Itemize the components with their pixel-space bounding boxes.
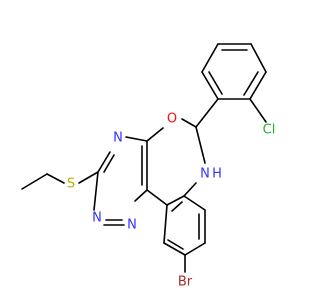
bond-c11-c11a <box>163 204 168 244</box>
atom-h7: H <box>212 167 222 182</box>
atom-n2: N <box>92 211 102 226</box>
atom-n4: N <box>113 131 123 146</box>
bond-c2p-cl <box>249 98 267 123</box>
bond-ethyl-ch3 <box>21 173 48 190</box>
bond-c4a-o <box>146 127 164 142</box>
bonds <box>21 43 267 273</box>
bond-c2p-c3p <box>249 71 267 100</box>
bond-o-c6 <box>181 118 197 128</box>
bond-c10-c11 <box>163 242 186 256</box>
bond-c7a-c8 <box>183 195 206 211</box>
bond-c5p-c6p <box>201 43 219 73</box>
atom-n7: N <box>200 167 210 182</box>
bond-c3p-c4p <box>250 43 267 73</box>
atom-br: Br <box>178 275 193 290</box>
bond-c6-c1p <box>195 98 219 128</box>
bond-c6-n7 <box>195 126 206 164</box>
bond-n4-c4a <box>125 136 148 142</box>
bond-c11a-double <box>171 201 183 212</box>
bond-c3-n4-double <box>103 154 115 173</box>
atom-n1: N <box>127 218 137 233</box>
atom-cl: Cl <box>263 123 276 138</box>
bond-c9-c10 <box>184 242 206 256</box>
bond-c6p-c1p-double <box>208 71 223 95</box>
atom-s: S <box>67 177 75 192</box>
molecule-svg: S N N N O N H Cl Br <box>21 43 275 290</box>
atom-o: O <box>167 112 177 127</box>
bond-c6p-c1p <box>201 71 219 100</box>
bond-s-c3 <box>78 171 99 184</box>
bond-c11a-c11b <box>146 189 168 206</box>
bond-c3-n4 <box>97 151 111 173</box>
bond-n7-c7a <box>183 182 197 197</box>
bond-c2p-c3p-double <box>243 71 259 96</box>
bond-c7a-c11a <box>166 195 185 206</box>
bond-c11b-n1 <box>134 189 148 202</box>
bond-ethyl-ch2-s <box>46 173 65 184</box>
bond-n2-c3 <box>93 171 99 211</box>
molecule-diagram: S N N N O N H Cl Br <box>21 43 275 290</box>
bond-c10-c11-double <box>167 239 184 250</box>
atom-labels: S N N N O N H Cl Br <box>67 112 275 290</box>
